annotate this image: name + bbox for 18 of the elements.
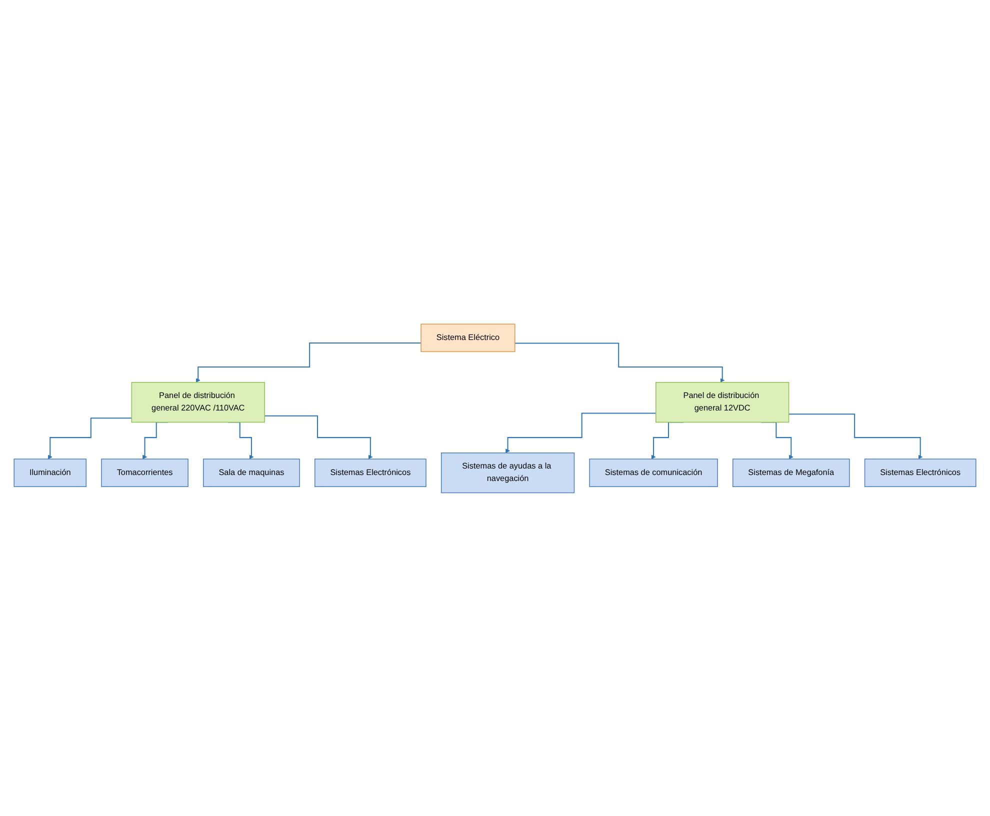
node-box [420, 323, 516, 352]
node-box [440, 452, 575, 493]
node-box [656, 382, 790, 422]
arrow [264, 414, 373, 459]
arrow [514, 342, 725, 382]
arrow [196, 342, 422, 382]
node-box [864, 458, 976, 487]
node-box [101, 458, 188, 487]
node-box [203, 458, 300, 487]
arrow [506, 412, 656, 453]
node-box [732, 458, 850, 487]
node-box [14, 458, 87, 487]
arrow [788, 413, 923, 459]
flowchart-drawing: Sistema Eléctrico Panel de distribución general 220VAC /110VAC Panel de distribución general 12VDC Iluminación Tomacorrientes Sala de maquinas Sistemas Electrónicos Sistemas de ayudas a la navegación Sistemas de comunicación Sistemas de Megafonía Sistemas Electrónicos [10, 320, 980, 496]
node-box [589, 458, 718, 487]
node-box [131, 382, 265, 422]
node-box [314, 458, 426, 487]
arrow [48, 417, 132, 459]
